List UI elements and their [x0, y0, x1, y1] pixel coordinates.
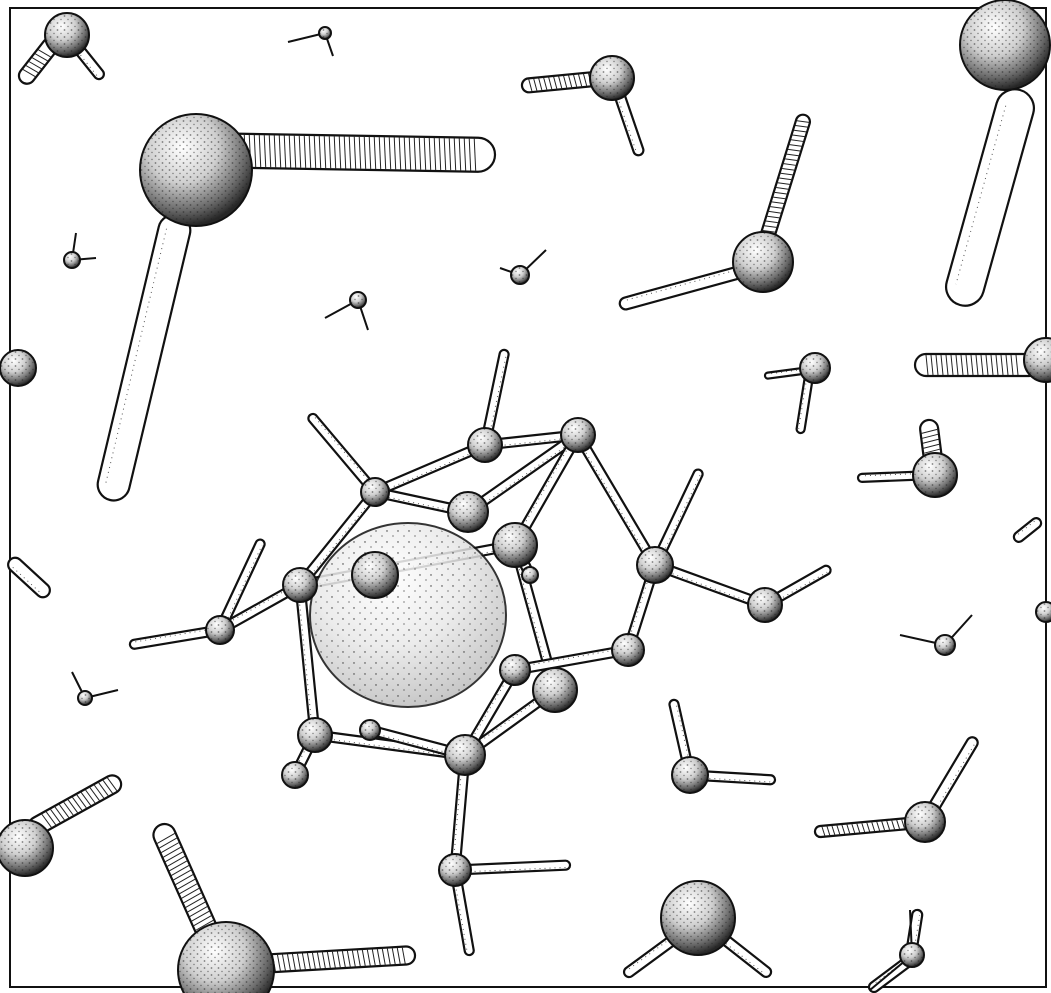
atom-stipple	[179, 923, 273, 993]
atom-stipple	[591, 57, 633, 99]
atom-stipple	[283, 763, 307, 787]
atom-stipple	[501, 656, 529, 684]
central-cation-stipple	[312, 525, 504, 705]
bond-stick-body	[574, 433, 659, 568]
atom-stipple	[638, 548, 672, 582]
atom-stipple	[901, 944, 923, 966]
atom-stipple	[749, 589, 781, 621]
bond-stick-body	[94, 211, 193, 503]
bond-stick	[5, 555, 52, 600]
atom-stipple	[613, 635, 643, 665]
atom-stipple	[141, 115, 251, 225]
atom-stipple	[299, 719, 331, 751]
atom-stipple	[362, 479, 388, 505]
bond-stick	[915, 354, 1040, 376]
atom-stipple	[449, 493, 487, 531]
atom-stipple	[320, 28, 330, 38]
bond-stick-body	[455, 861, 570, 875]
atom-stipple	[446, 736, 484, 774]
bond-stick	[94, 211, 193, 503]
atom-stipple	[936, 636, 954, 654]
atom-stipple	[284, 569, 316, 601]
atom-stipple	[440, 855, 470, 885]
bond-stick-body	[942, 85, 1039, 310]
bond-stick	[455, 861, 570, 875]
atom-stipple	[914, 454, 956, 496]
atom-stipple	[512, 267, 528, 283]
atom-stipple	[906, 803, 944, 841]
bond-stick	[942, 85, 1039, 310]
atom-stipple	[46, 14, 88, 56]
atom-stipple	[961, 1, 1049, 89]
atom-stipple	[734, 233, 792, 291]
bond-stick	[574, 433, 659, 568]
atom-stipple	[534, 669, 576, 711]
bond-stick-body	[1012, 516, 1043, 544]
bond-stick-body	[5, 555, 52, 600]
atom-stipple	[494, 524, 536, 566]
atom-stipple	[0, 821, 52, 875]
atom-stipple	[523, 568, 537, 582]
atom-stipple	[469, 429, 501, 461]
atom-stipple	[1, 351, 35, 385]
atom-stipple	[562, 419, 594, 451]
atom-stipple	[361, 721, 379, 739]
bond-stick	[1012, 516, 1043, 544]
atom-stipple	[662, 882, 734, 954]
atom-stipple	[353, 553, 397, 597]
atom-stipple	[351, 293, 365, 307]
atom-stipple	[673, 758, 707, 792]
atom-stipple	[65, 253, 79, 267]
atom-stipple	[801, 354, 829, 382]
atom-stipple	[207, 617, 233, 643]
atom-stipple	[79, 692, 91, 704]
